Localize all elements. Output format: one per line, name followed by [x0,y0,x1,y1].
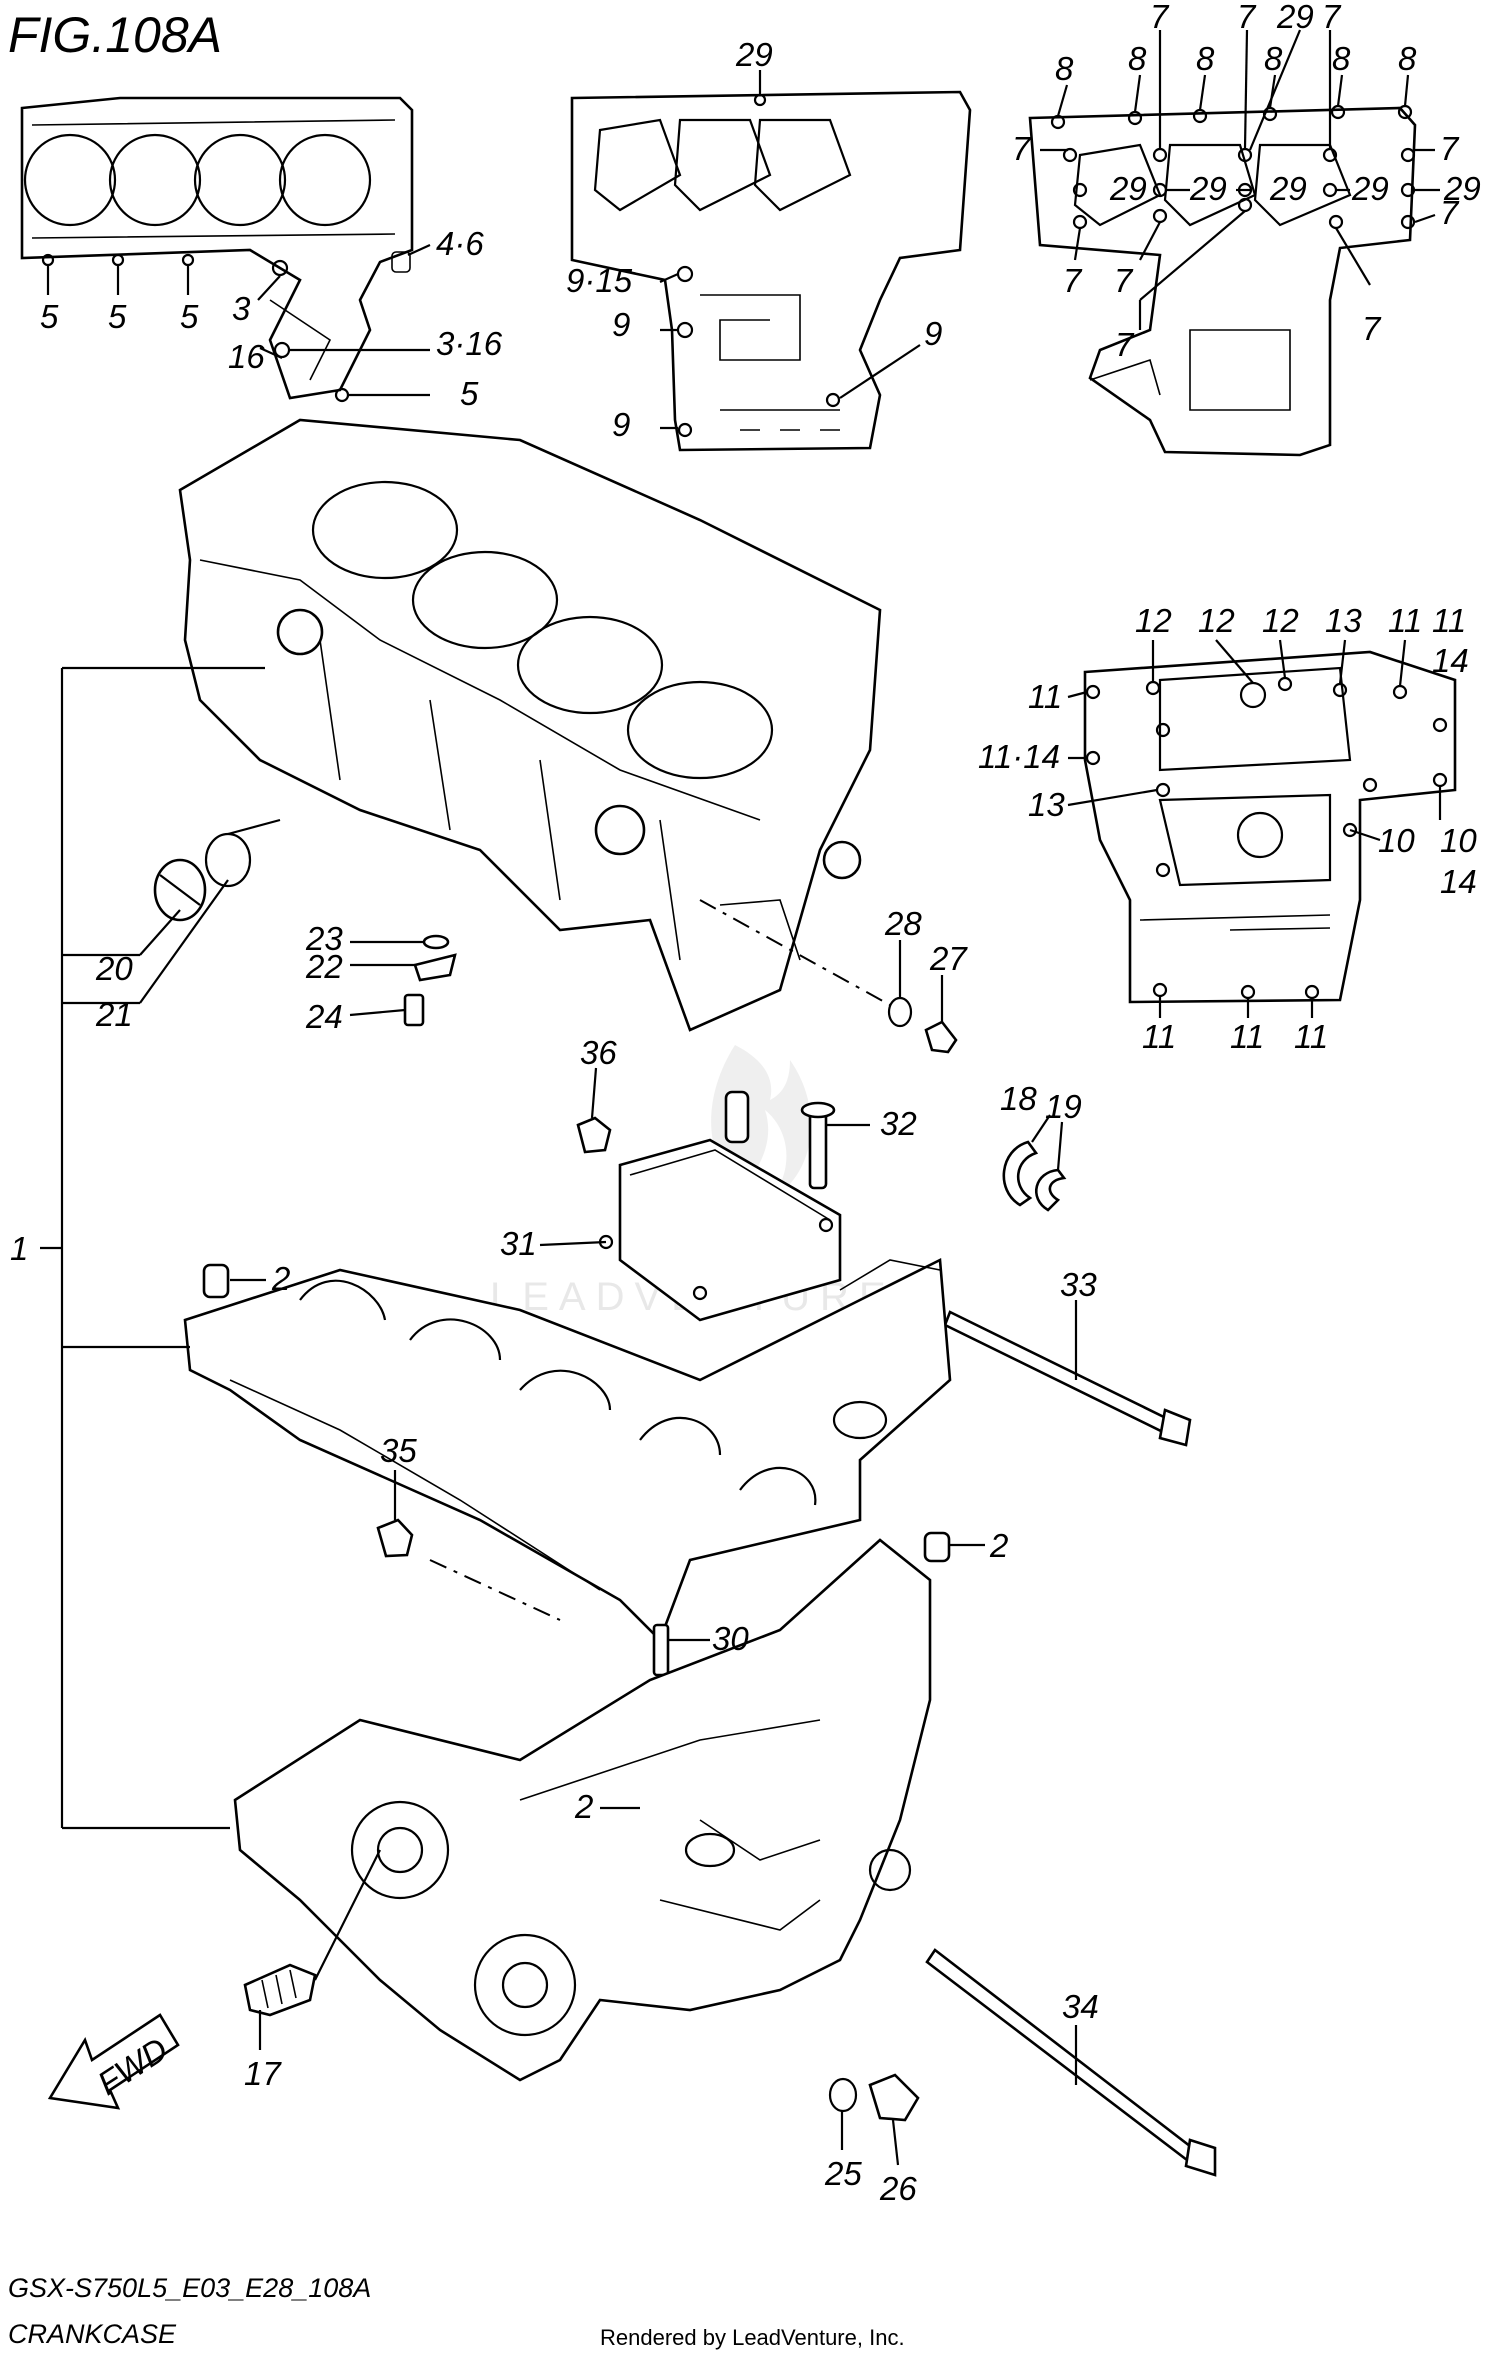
callout-4-6: 4·6 [436,225,484,262]
figure-title: FIG.108A [8,7,222,63]
callout-19: 19 [1045,1088,1082,1125]
callout-33: 33 [1060,1266,1097,1303]
callout-11: 11 [1142,1018,1176,1055]
callout-29: 29 [735,36,773,73]
callout-8: 8 [1332,40,1351,77]
drain-plug-assembly [828,2073,920,2122]
callout-labels: 5 5 5 3 16 4·6 3·16 5 29 9·15 9 9 9 8 8 … [10,0,1481,2207]
upper-crankcase [178,418,882,1032]
render-credit: Rendered by LeadVenture, Inc. [600,2325,905,2350]
callout-3-16: 3·16 [436,325,503,362]
callout-16: 16 [228,338,265,375]
callout-7: 7 [1322,0,1342,35]
callout-7: 7 [1115,326,1135,363]
callout-14: 14 [1440,863,1477,900]
callout-7: 7 [1237,0,1257,35]
callout-29: 29 [1109,170,1147,207]
callout-7: 7 [1063,262,1083,299]
lower-crankcase-bottom-view [1083,650,1457,1004]
callout-8: 8 [1128,40,1147,77]
callout-31: 31 [500,1225,537,1262]
callout-5: 5 [180,298,199,335]
callout-5: 5 [108,298,127,335]
callout-5: 5 [40,298,59,335]
upper-crankcase-bottom-view [570,90,972,452]
callout-12: 12 [1262,602,1299,639]
callout-8: 8 [1055,50,1074,87]
callout-9: 9 [924,315,942,352]
long-bolt-34 [925,1948,1217,2177]
callout-27: 27 [929,940,968,977]
fwd-arrow-icon: FWD [47,2013,180,2110]
callout-9: 9 [612,406,630,443]
callout-28: 28 [884,905,922,942]
callout-24: 24 [305,998,343,1035]
callout-32: 32 [880,1105,917,1142]
callout-25: 25 [824,2155,862,2192]
nut-and-stud [376,1518,670,1880]
callout-8: 8 [1398,40,1417,77]
callout-8: 8 [1196,40,1215,77]
callout-14: 14 [1432,642,1469,679]
breather-cover-assembly [576,1090,842,1322]
callout-2: 2 [271,1260,290,1297]
callout-8: 8 [1264,40,1283,77]
callout-29: 29 [1269,170,1307,207]
callout-11: 11 [1230,1018,1264,1055]
callout-7: 7 [1150,0,1170,35]
callout-2: 2 [989,1527,1008,1564]
plug-and-gasket [153,832,252,922]
callout-13: 13 [1028,786,1065,823]
callout-12: 12 [1198,602,1235,639]
lower-crankcase [233,1538,932,2082]
callout-7: 7 [1114,262,1134,299]
callout-29: 29 [1351,170,1389,207]
crank-bearings [1002,1140,1067,1212]
callout-34: 34 [1062,1988,1099,2025]
callout-17: 17 [244,2055,282,2092]
callout-29: 29 [1443,170,1481,207]
callout-11: 11 [1028,678,1062,715]
callout-29: 29 [1189,170,1227,207]
callout-7: 7 [1440,194,1460,231]
callout-7: 7 [1362,310,1382,347]
callout-18: 18 [1000,1080,1037,1117]
callout-11: 11 [1294,1018,1328,1055]
callout-9-15: 9·15 [566,262,633,299]
callout-21: 21 [95,996,133,1033]
callout-36: 36 [580,1034,617,1071]
callout-26: 26 [879,2170,917,2207]
filter-stud [243,1963,317,2017]
small-bracket-bolt [403,934,457,1027]
section-name: CRANKCASE [8,2319,177,2349]
callout-35: 35 [380,1432,417,1469]
callout-11-14: 11·14 [978,738,1060,775]
callout-13: 13 [1325,602,1362,639]
callout-2: 2 [574,1788,593,1825]
middle-crankcase [183,1257,952,1643]
callout-3: 3 [232,290,251,327]
callout-11: 11 [1432,602,1466,639]
leader-lines [40,29,1442,2166]
callout-1: 1 [10,1230,28,1267]
callout-10: 10 [1440,822,1477,859]
cylinder-block-top-view [20,96,414,403]
callout-30: 30 [712,1620,749,1657]
washer-and-bolt [699,899,958,1054]
callout-7: 7 [1012,130,1032,167]
callout-22: 22 [305,948,343,985]
callout-9: 9 [612,306,630,343]
callout-29: 29 [1276,0,1314,35]
long-bolt-33 [943,1310,1192,1447]
model-code: GSX-S750L5_E03_E28_108A [8,2273,371,2303]
callout-23: 23 [305,920,343,957]
callout-20: 20 [95,950,133,987]
callout-11: 11 [1388,602,1422,639]
crankcase-top-view [1028,104,1417,457]
callout-5: 5 [460,375,479,412]
callout-10: 10 [1378,822,1415,859]
callout-7: 7 [1440,130,1460,167]
callout-12: 12 [1135,602,1172,639]
